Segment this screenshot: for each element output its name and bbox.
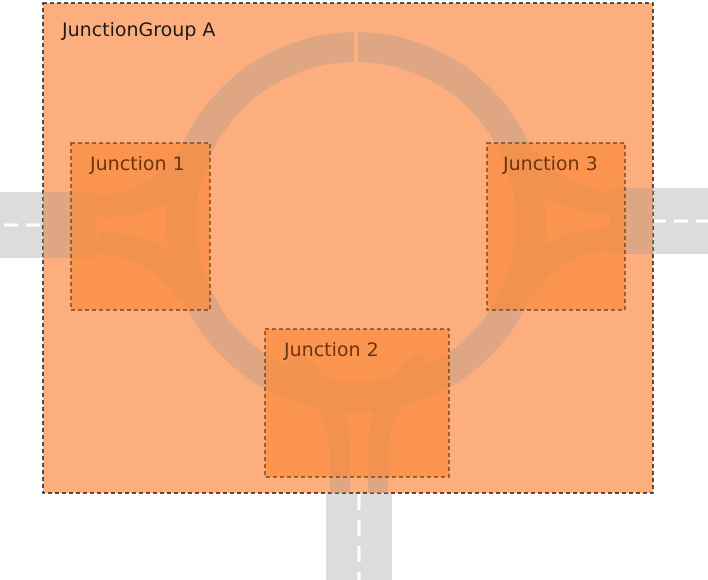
junction-1-box[interactable]	[70, 142, 211, 311]
junction-1-label: Junction 1	[90, 153, 185, 175]
junction-2-label: Junction 2	[284, 339, 379, 361]
junctions	[70, 142, 626, 478]
junction-3-label: Junction 3	[503, 153, 598, 175]
junction-2-box[interactable]	[264, 328, 450, 478]
road-stubs	[0, 188, 708, 580]
junction-3-box[interactable]	[486, 142, 626, 311]
junction-group-label: JunctionGroup A	[62, 19, 216, 41]
